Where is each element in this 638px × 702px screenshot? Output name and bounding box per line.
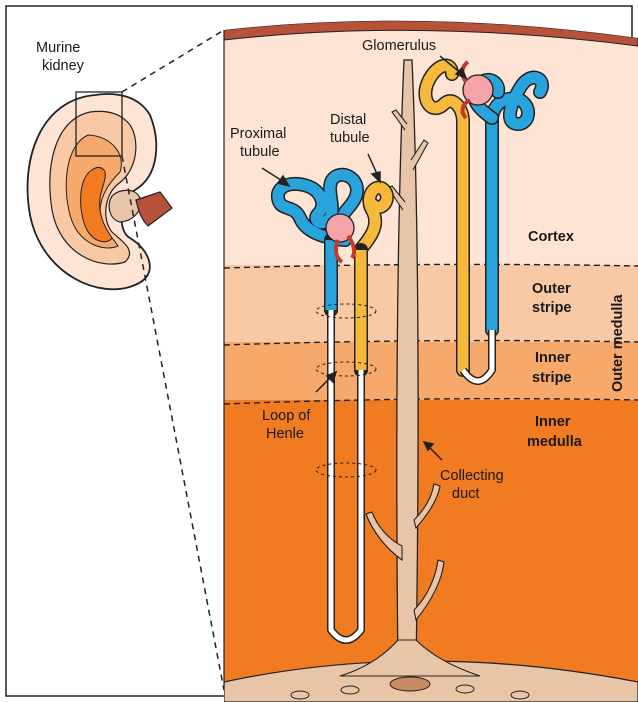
label-proximal-2: tubule [240, 144, 280, 160]
title-line1: Murine [36, 40, 80, 56]
zone-inner-stripe [224, 342, 638, 404]
zone-label-outer-medulla: Outer medulla [610, 294, 626, 392]
label-distal-1: Distal [330, 112, 366, 128]
zone-label-inner-medulla-1: Inner [535, 414, 571, 430]
title-line2: kidney [42, 58, 85, 74]
zone-cortex [224, 20, 638, 270]
kidney-pelvis [109, 190, 141, 222]
zoom-line-top [122, 30, 224, 92]
zone-label-outer-stripe-2: stripe [532, 300, 572, 316]
label-loop-2: Henle [266, 426, 304, 442]
label-collecting-2: duct [452, 486, 479, 502]
zone-label-outer-stripe-1: Outer [532, 281, 571, 297]
label-distal-2: tubule [330, 130, 370, 146]
label-proximal-1: Proximal [230, 126, 286, 142]
zone-outer-stripe [224, 265, 638, 345]
zone-label-inner-stripe-1: Inner [535, 350, 571, 366]
zoom-line-bottom [122, 156, 224, 690]
zone-label-inner-stripe-2: stripe [532, 370, 572, 386]
whole-kidney [28, 30, 224, 690]
label-glomerulus: Glomerulus [362, 38, 436, 54]
label-loop-1: Loop of [262, 408, 311, 424]
zoom-panel [224, 20, 638, 702]
zone-label-cortex: Cortex [528, 229, 574, 245]
zone-label-inner-medulla-2: medulla [527, 434, 583, 450]
label-collecting-1: Collecting [440, 468, 504, 484]
papilla-opening [390, 677, 430, 691]
ureter [136, 192, 172, 226]
